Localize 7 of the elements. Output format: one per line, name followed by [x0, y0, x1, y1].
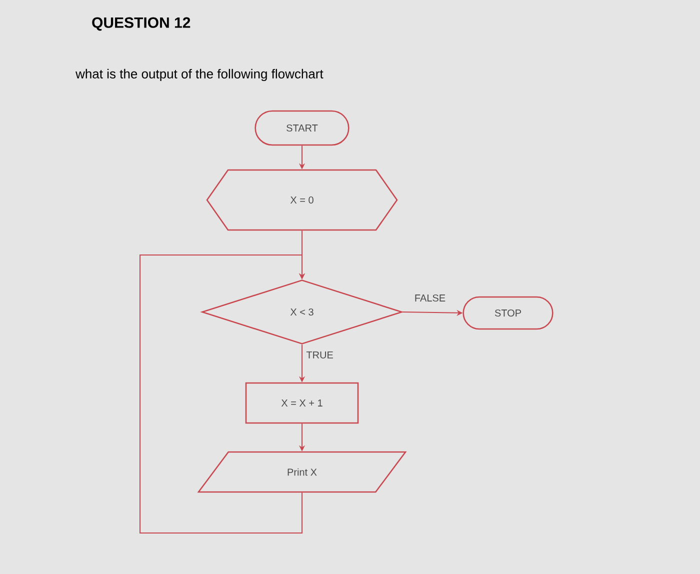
arrow: [140, 254, 306, 534]
process-box: X = X + 1: [245, 382, 359, 424]
terminal-capsule: START: [254, 110, 350, 146]
question-heading: QUESTION 12: [92, 17, 190, 31]
question-text: what is the output of the following flowchart: [76, 68, 324, 82]
terminal-capsule: STOP: [462, 296, 554, 330]
edge-label: TRUE: [305, 350, 334, 360]
